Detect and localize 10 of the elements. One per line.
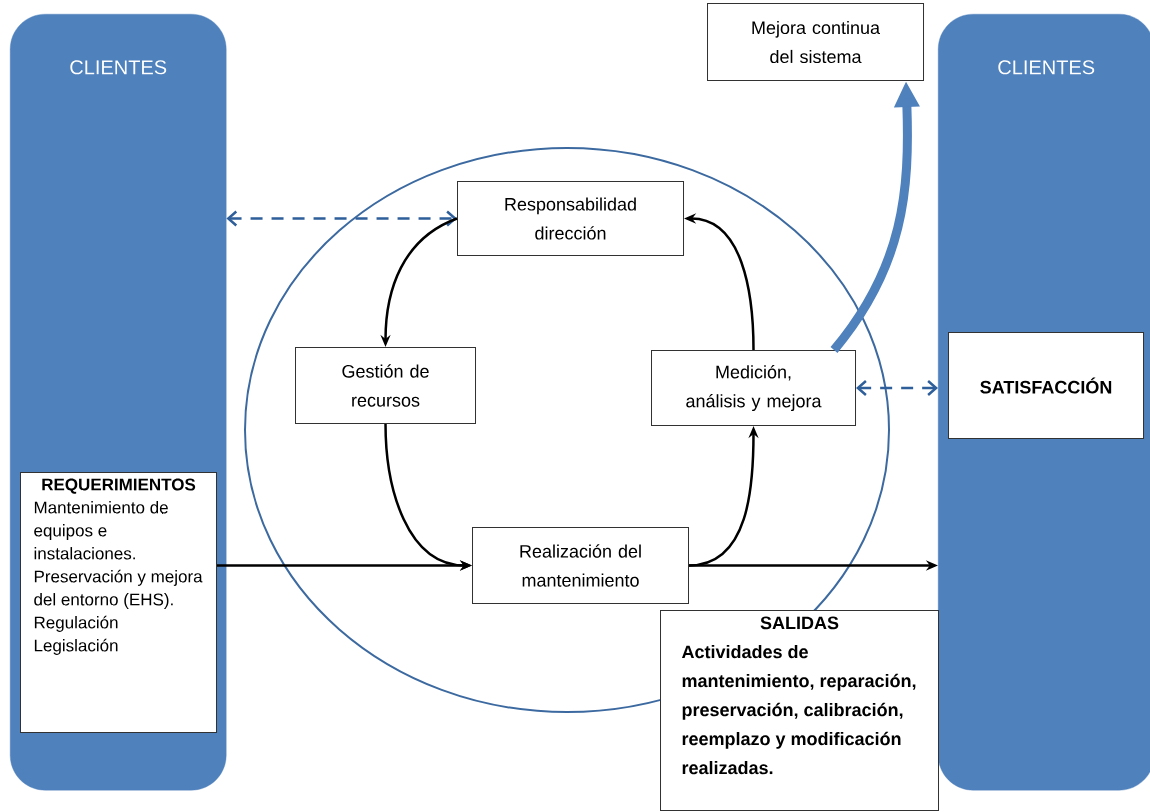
result-box: SATISFACCIÓN [948,332,1144,439]
process-box: Mejora continua del sistema [707,3,924,81]
process-box: Responsabilidad dirección [457,181,684,256]
dashed-arrow [226,210,457,227]
dashed-arrow [856,380,938,396]
process-box: Gestión de recursos [295,347,476,424]
text-box: SALIDAS Actividades de mantenimiento, reparación, preservación, calibración, reemplazo y modificación realizadas. [660,610,939,811]
process-box: Medición, análisis y mejora [651,350,856,426]
text-box: REQUERIMIENTOS Mantenimiento de equipos e instalaciones. Preservación y mejora del entorno (EHS). Regulación Legislación [20,472,217,733]
process-box: Realización del mantenimiento [472,527,689,604]
